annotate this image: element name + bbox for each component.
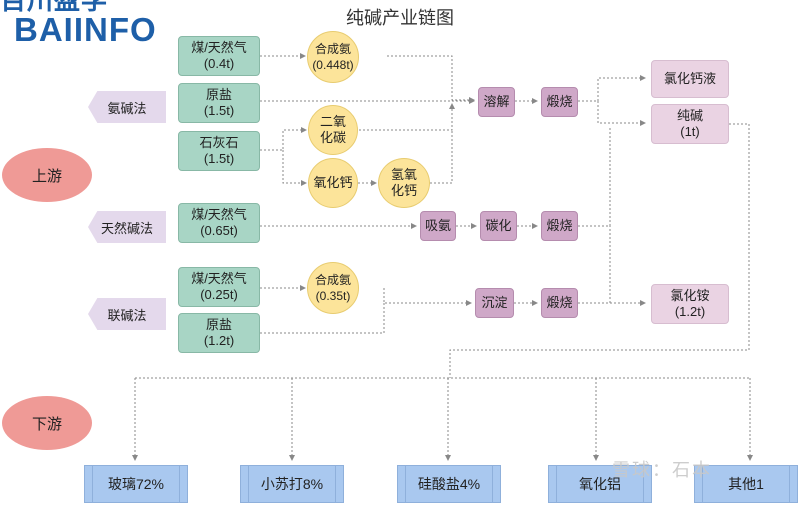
line-nh3-merge: [387, 55, 475, 103]
downstream-other: 其他1: [694, 465, 798, 503]
line-salt2-merge: [260, 303, 385, 334]
process-precipitate: 沉淀: [475, 288, 514, 318]
node-value: (0.65t): [200, 223, 238, 238]
node-label: 二氧: [319, 114, 346, 129]
process-calcine-3: 煅烧: [541, 288, 578, 318]
node-synthetic-ammonia-1: 合成氨 (0.448t): [307, 31, 359, 83]
product-calcium-chloride: 氯化钙液: [651, 60, 729, 98]
product-soda-ash: 纯碱(1t): [651, 104, 729, 144]
line-caoh-merge: [430, 130, 453, 184]
node-label: 煤/天然气: [191, 207, 247, 222]
downstream-silicate: 硅酸盐4%: [397, 465, 501, 503]
downstream-alumina: 氧化铝: [548, 465, 652, 503]
stage-upstream: 上游: [2, 148, 92, 202]
process-calcine-1: 煅烧: [541, 87, 578, 117]
product-ammonium-chloride: 氯化铵(1.2t): [651, 284, 729, 324]
downstream-baking-soda: 小苏打8%: [240, 465, 344, 503]
node-label: 合成氨: [314, 273, 351, 287]
process-carbonize: 碳化: [480, 211, 517, 241]
node-label: 氢氧: [390, 167, 417, 182]
node-limestone: 石灰石(1.5t): [178, 131, 260, 171]
logo-text: BAIINFO: [14, 11, 157, 48]
line-lime-cao: [282, 150, 307, 186]
node-label: 化碳: [319, 130, 346, 145]
node-label: 煤/天然气: [191, 40, 247, 55]
page-title: 纯碱产业链图: [346, 8, 454, 28]
node-coal-gas-1: 煤/天然气(0.4t): [178, 36, 260, 76]
node-co2: 二氧化碳: [308, 105, 358, 155]
node-value: (0.25t): [200, 287, 238, 302]
line-co2-merge: [359, 103, 455, 131]
node-label: 氯化钙液: [663, 71, 716, 86]
node-label: 氯化铵: [670, 288, 710, 303]
process-dissolve: 溶解: [478, 87, 515, 117]
node-cao: 氧化钙: [308, 158, 358, 208]
line-calcine1-soda: [597, 101, 646, 126]
process-absorb-ammonia: 吸氨: [420, 211, 456, 241]
stage-downstream: 下游: [2, 396, 92, 450]
node-salt-2: 原盐(1.2t): [178, 313, 260, 353]
watermark: 雪球：石本: [612, 460, 712, 480]
downstream-glass: 玻璃72%: [84, 465, 188, 503]
node-label: 煤/天然气: [191, 271, 247, 286]
process-calcine-2: 煅烧: [541, 211, 578, 241]
node-label: 石灰石: [199, 135, 239, 150]
node-coal-gas-2: 煤/天然气(0.65t): [178, 203, 260, 243]
node-value: (0.448t): [312, 58, 354, 72]
node-value: (1.2t): [203, 333, 235, 348]
node-value: (0.35t): [315, 289, 351, 303]
node-value: (1.5t): [203, 103, 235, 118]
node-label: 合成氨: [314, 42, 351, 56]
line-nh3b-merge: [383, 288, 472, 306]
logo-top-text: 百川盈孚: [0, 0, 170, 12]
line-calcine1-out: [578, 75, 646, 102]
node-coal-gas-3: 煤/天然气(0.25t): [178, 267, 260, 307]
node-synthetic-ammonia-2: 合成氨 (0.35t): [307, 262, 359, 314]
node-label: 原盐: [205, 87, 232, 102]
line-calcine2-soda: [578, 128, 611, 227]
line-lime-branch: [260, 127, 307, 151]
node-label: 原盐: [205, 317, 232, 332]
node-value: (1.5t): [203, 151, 235, 166]
method-natural: 天然碱法: [88, 211, 166, 243]
node-label: 氧化钙: [313, 175, 353, 190]
node-label: 纯碱: [676, 108, 703, 123]
node-label: 化钙: [390, 183, 417, 198]
line-soda-down: [449, 123, 750, 378]
node-value: (0.4t): [203, 56, 235, 71]
node-value: (1.2t): [674, 304, 706, 319]
node-caoh2: 氢氧化钙: [378, 158, 430, 208]
method-joint: 联碱法: [88, 298, 166, 330]
method-ammonia: 氨碱法: [88, 91, 166, 123]
node-salt-1: 原盐(1.5t): [178, 83, 260, 123]
node-value: (1t): [680, 124, 700, 139]
